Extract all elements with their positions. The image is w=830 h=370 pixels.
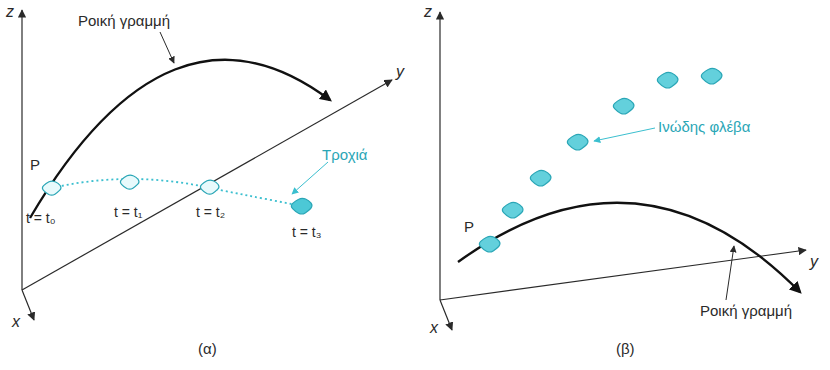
fluid-particle: [200, 180, 219, 194]
fluid-particle: [567, 134, 588, 150]
axis-label: y: [396, 62, 404, 81]
axis-label: z: [6, 2, 14, 21]
leader-line: [726, 246, 734, 300]
time-label: t = t₃: [292, 224, 321, 241]
fluid-particle: [701, 68, 722, 84]
time-label: t = t₂: [196, 204, 225, 221]
pathline-label: Τροχιά: [322, 146, 368, 164]
panel-label: (β): [616, 340, 635, 358]
streamline: [30, 60, 330, 218]
point-label: P: [464, 218, 474, 236]
streakline-particles: [479, 68, 722, 252]
fluid-particle: [530, 170, 551, 186]
point-label: P: [30, 156, 40, 174]
fluid-particle: [479, 236, 500, 252]
streamline-label: Ροική γραμμή: [700, 302, 792, 320]
fluid-particle: [657, 72, 678, 88]
streakline-label: Ινώδης φλέβα: [658, 118, 750, 136]
fluid-particle: [613, 98, 634, 114]
streamline-label: Ροική γραμμή: [78, 12, 170, 30]
fluid-particle: [502, 202, 523, 218]
leader-line: [594, 128, 655, 141]
fluid-particle: [120, 175, 139, 189]
time-label: t = t₀: [26, 210, 56, 227]
leader-line: [160, 32, 174, 63]
panel-label: (α): [198, 340, 217, 358]
streamline: [458, 203, 800, 292]
time-label: t = t₁: [114, 204, 142, 221]
pathline: [52, 179, 302, 206]
fluid-particle: [291, 198, 312, 214]
axes-a: [22, 10, 392, 320]
leader-line: [292, 162, 328, 194]
axis-label: x: [430, 318, 438, 337]
fluid-particle: [42, 181, 61, 195]
axis-label: x: [12, 312, 20, 331]
fluid-particles: [42, 175, 312, 214]
axis-label: y: [810, 252, 818, 271]
axes-b: [440, 12, 806, 330]
axis-label: z: [424, 2, 432, 21]
